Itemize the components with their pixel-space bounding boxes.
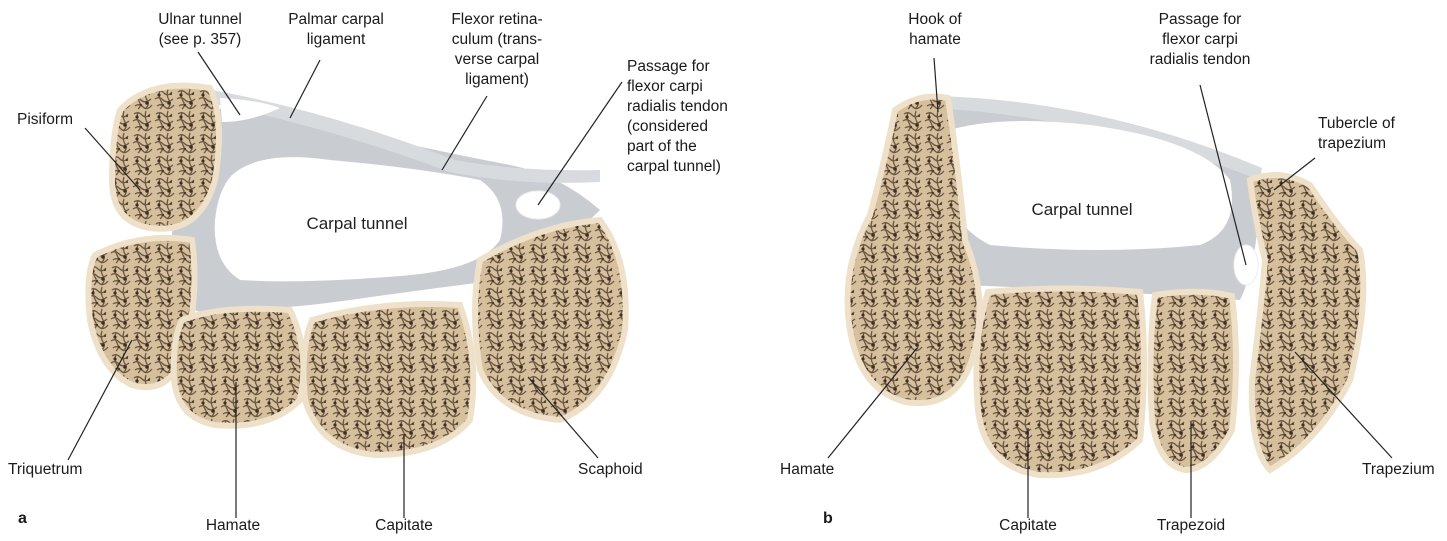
panel-b-trapezium bbox=[1250, 175, 1363, 470]
panel-b-capitate bbox=[976, 289, 1144, 476]
label-b-carpal-tunnel: Carpal tunnel bbox=[1031, 200, 1132, 220]
label-b-hamate: Hamate bbox=[780, 460, 834, 480]
label-a-scaphoid: Scaphoid bbox=[578, 460, 643, 480]
panel-b-letter: b bbox=[823, 510, 833, 528]
panel-b-trapezoid bbox=[1151, 292, 1236, 470]
label-a-flexor-retinaculum: Flexor retina- culum (trans- verse carpa… bbox=[451, 10, 542, 90]
panel-a-letter: a bbox=[18, 510, 27, 528]
leader-a-triquetrum bbox=[68, 340, 132, 460]
panel-b-carpal-tunnel bbox=[945, 121, 1232, 250]
label-a-carpal-tunnel: Carpal tunnel bbox=[306, 214, 407, 234]
panel-b-illustration bbox=[848, 96, 1364, 475]
label-b-capitate: Capitate bbox=[999, 516, 1057, 536]
leader-a-passage-fcr bbox=[538, 82, 622, 205]
label-a-palmar-carpal-ligament: Palmar carpal ligament bbox=[288, 10, 384, 50]
panel-a-capitate bbox=[304, 304, 474, 455]
label-a-triquetrum: Triquetrum bbox=[8, 460, 82, 480]
label-b-passage-fcr: Passage for flexor carpi radialis tendon bbox=[1150, 10, 1251, 70]
panel-a-scaphoid bbox=[475, 220, 626, 420]
panel-a-illustration bbox=[88, 86, 625, 455]
label-a-hamate: Hamate bbox=[206, 516, 260, 536]
label-b-tubercle-of-trapezium: Tubercle of trapezium bbox=[1318, 114, 1395, 154]
label-b-hook-of-hamate: Hook of hamate bbox=[908, 10, 961, 50]
label-b-trapezoid: Trapezoid bbox=[1157, 516, 1225, 536]
label-b-trapezium: Trapezium bbox=[1362, 460, 1435, 480]
label-a-pisiform: Pisiform bbox=[17, 110, 73, 130]
leader-a-palmar-carpal-ligament bbox=[290, 60, 320, 118]
panel-a-hamate bbox=[174, 309, 304, 426]
panel-a-pisiform bbox=[112, 86, 219, 229]
label-a-passage-fcr: Passage for flexor carpi radialis tendon… bbox=[627, 57, 728, 177]
label-a-ulnar-tunnel: Ulnar tunnel (see p. 357) bbox=[158, 10, 242, 50]
label-a-capitate: Capitate bbox=[375, 516, 433, 536]
